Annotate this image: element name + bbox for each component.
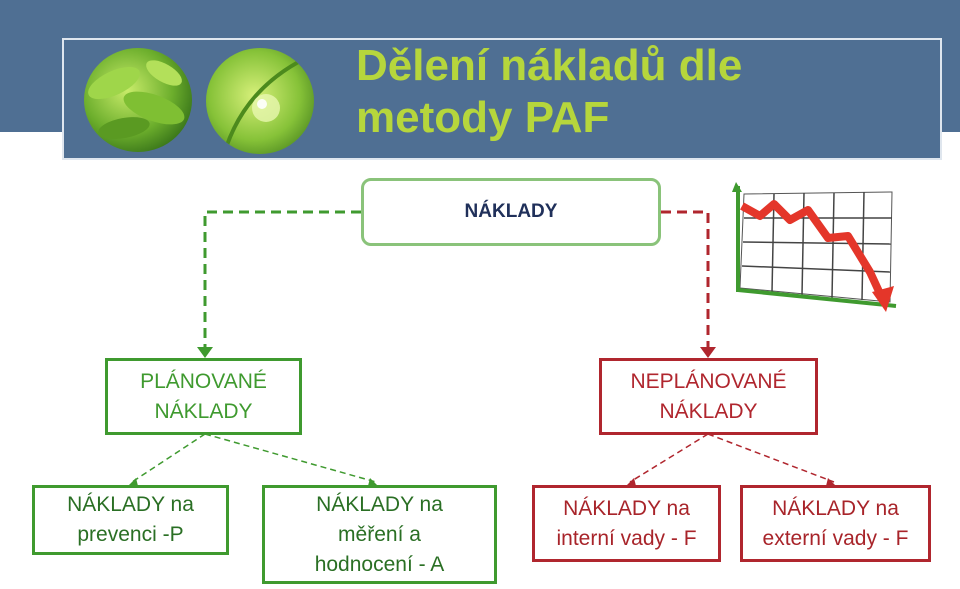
unplanned-costs-label: NEPLÁNOVANÉ NÁKLADY [630, 369, 787, 423]
planned-arrowhead [197, 347, 213, 358]
internal-failure-costs-label: NÁKLADY na interní vady - F [556, 496, 697, 550]
planned-to-prevention-connector [131, 433, 206, 483]
appraisal-costs-label: NÁKLADY na měření a hodnocení - A [314, 492, 445, 576]
planned-costs-label: PLÁNOVANÉ NÁKLADY [140, 369, 267, 423]
prevention-costs-box: NÁKLADY na prevenci -P [32, 485, 229, 555]
unplanned-to-internal-connector [629, 433, 709, 483]
root-to-unplanned-connector [661, 210, 710, 350]
internal-failure-costs-box: NÁKLADY na interní vady - F [532, 485, 721, 562]
declining-chart-icon [732, 182, 897, 312]
planned-costs-box: PLÁNOVANÉ NÁKLADY [105, 358, 302, 435]
root-to-planned-connector [203, 210, 361, 350]
green-leaf-image [84, 48, 192, 152]
page-title: Dělení nákladů dle metody PAF [356, 41, 743, 142]
external-failure-costs-label: NÁKLADY na externí vady - F [762, 496, 909, 550]
root-costs-box: NÁKLADY [361, 178, 661, 246]
planned-to-appraisal-connector [204, 433, 377, 483]
unplanned-costs-box: NEPLÁNOVANÉ NÁKLADY [599, 358, 818, 435]
appraisal-costs-box: NÁKLADY na měření a hodnocení - A [262, 485, 497, 584]
external-failure-costs-box: NÁKLADY na externí vady - F [740, 485, 931, 562]
unplanned-arrowhead [700, 347, 716, 358]
green-leaf-drop-image [206, 48, 314, 154]
unplanned-to-external-connector [707, 433, 835, 483]
root-costs-label: NÁKLADY [464, 201, 558, 222]
prevention-costs-label: NÁKLADY na prevenci -P [67, 493, 194, 546]
